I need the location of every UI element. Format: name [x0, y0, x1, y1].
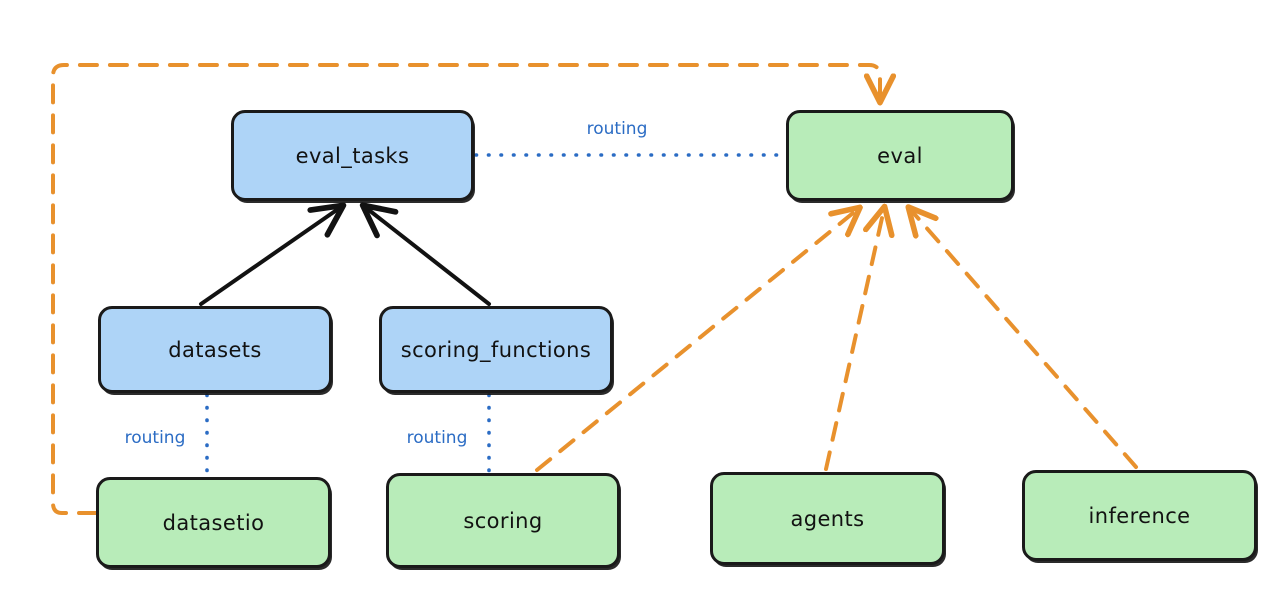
node-scoring-functions[interactable]: scoring_functions: [379, 306, 613, 393]
node-eval-tasks[interactable]: eval_tasks: [231, 110, 474, 201]
node-label: scoring: [463, 508, 543, 533]
edge-datasetio-to-eval: [51, 63, 880, 515]
edge-scoring-functions-to-eval-tasks: [359, 202, 491, 306]
node-datasets[interactable]: datasets: [98, 306, 332, 393]
edge-inference-to-eval: [910, 209, 1138, 469]
edge-label-routing-datasets-datasetio: routing: [124, 428, 186, 448]
node-datasetio[interactable]: datasetio: [96, 477, 331, 568]
edge-label-routing-eval-tasks-eval: routing: [586, 119, 648, 139]
node-label: scoring_functions: [400, 337, 592, 362]
node-label: eval_tasks: [295, 143, 410, 168]
node-scoring[interactable]: scoring: [386, 473, 620, 568]
edge-scoring-to-eval: [535, 209, 858, 472]
node-inference[interactable]: inference: [1022, 470, 1257, 561]
node-label: datasets: [168, 337, 262, 362]
edge-label-routing-scoring-functions-scoring: routing: [406, 428, 468, 448]
node-eval[interactable]: eval: [786, 110, 1014, 201]
edge-datasets-to-eval-tasks: [199, 202, 347, 306]
edge-agents-to-eval: [824, 209, 884, 471]
node-label: agents: [790, 506, 865, 531]
node-label: eval: [877, 143, 923, 168]
node-label: inference: [1088, 503, 1191, 528]
node-agents[interactable]: agents: [710, 472, 945, 565]
node-label: datasetio: [162, 510, 265, 535]
